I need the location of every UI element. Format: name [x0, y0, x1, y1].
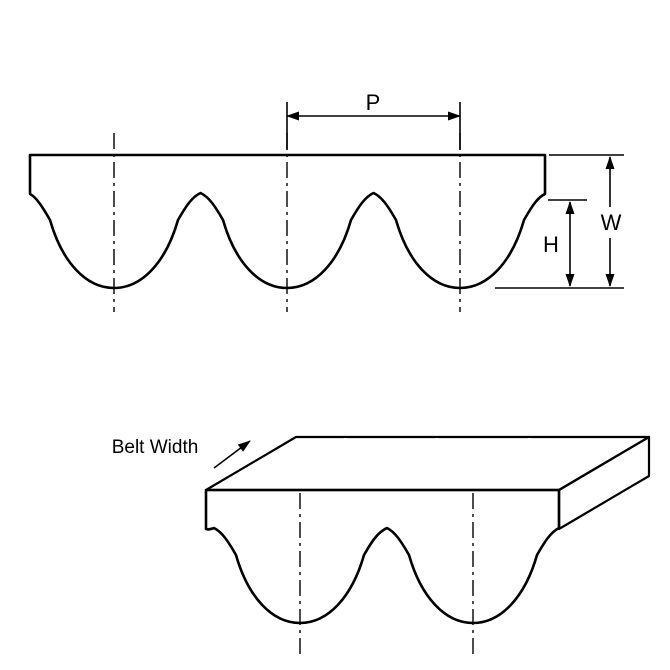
belt-width-callout: Belt Width [112, 437, 251, 469]
top-cross-section: P W H [28, 90, 624, 312]
belt-front-face [204, 488, 561, 625]
belt-width-arrow [213, 440, 251, 469]
dimension-h: H [543, 199, 587, 287]
belt-top-face [204, 435, 651, 492]
width-label: W [601, 210, 622, 235]
pitch-label: P [366, 90, 381, 115]
height-label: H [543, 232, 559, 257]
dimension-w: W [495, 154, 624, 289]
bottom-3d-view: Belt Width [112, 435, 651, 657]
belt-width-label: Belt Width [112, 437, 199, 458]
dimension-p: P [286, 90, 461, 150]
